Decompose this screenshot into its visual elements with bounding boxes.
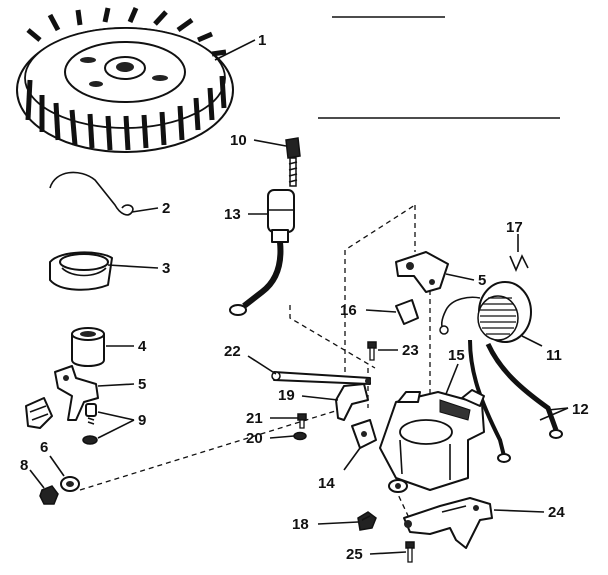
leader-8 <box>29 469 45 489</box>
leader-5b <box>445 273 475 281</box>
label-21: 21 <box>246 410 263 427</box>
label-18: 18 <box>292 516 309 533</box>
leader-1 <box>214 39 256 61</box>
leader-12b <box>539 407 569 421</box>
label-14: 14 <box>318 475 335 492</box>
leader-5a <box>97 383 135 387</box>
leader-9b <box>97 419 135 439</box>
label-20: 20 <box>246 430 263 447</box>
leader-18 <box>317 521 359 525</box>
bracket-part-5 <box>395 251 449 293</box>
washer-part-20 <box>293 431 307 441</box>
label-4: 4 <box>138 338 147 355</box>
ignition-coil-part <box>439 281 532 343</box>
label-11: 11 <box>546 347 562 364</box>
leader-11 <box>521 335 543 347</box>
cam-cover-part <box>49 251 113 291</box>
label-15: 15 <box>448 347 465 364</box>
label-12: 12 <box>572 401 589 418</box>
leader-3 <box>107 264 159 269</box>
label-3: 3 <box>162 260 170 277</box>
label-5-right: 5 <box>478 272 486 289</box>
point-arm-part-19 <box>335 383 369 421</box>
label-2: 2 <box>162 200 170 217</box>
leader-10 <box>253 139 287 147</box>
label-8: 8 <box>20 457 28 474</box>
screw-part-25 <box>405 541 415 563</box>
lead-wires-part <box>468 339 563 463</box>
screw-part-23 <box>367 341 377 361</box>
label-25: 25 <box>346 546 363 563</box>
screw-part-21 <box>297 413 307 429</box>
leader-12a <box>547 407 569 411</box>
condenser-part <box>229 189 295 316</box>
label-22: 22 <box>224 343 241 360</box>
label-17: 17 <box>506 219 523 236</box>
screw-washer-part <box>82 403 98 445</box>
leader-22 <box>247 355 277 375</box>
screw-part-10 <box>285 137 301 187</box>
breaker-housing-part-15 <box>351 389 485 493</box>
label-5-left: 5 <box>138 376 146 393</box>
cam-bushing-part <box>71 327 105 367</box>
label-1: 1 <box>258 32 266 49</box>
leader-25 <box>369 551 407 555</box>
label-6: 6 <box>40 439 48 456</box>
lever-part-22 <box>271 371 371 385</box>
label-24: 24 <box>548 504 565 521</box>
label-13: 13 <box>224 206 241 223</box>
label-16: 16 <box>340 302 357 319</box>
mounting-plate-part-24 <box>403 497 493 549</box>
leader-9a <box>97 411 135 421</box>
breaker-arm-part <box>25 365 99 429</box>
screw-part-18 <box>357 511 377 531</box>
label-19: 19 <box>278 387 295 404</box>
washer-part <box>60 476 80 492</box>
wedge-part-16 <box>395 299 419 325</box>
label-23: 23 <box>402 342 419 359</box>
leader-6 <box>49 455 65 477</box>
nut-part <box>39 485 59 505</box>
label-9: 9 <box>138 412 146 429</box>
leader-2 <box>131 207 159 213</box>
leader-20 <box>269 435 295 439</box>
leader-19 <box>301 395 339 401</box>
spring-clip-part <box>49 171 134 216</box>
leader-15 <box>445 363 459 395</box>
leader-16 <box>365 309 397 313</box>
flywheel-part <box>16 7 234 153</box>
leader-24 <box>493 509 545 513</box>
clip-part-17 <box>509 254 529 273</box>
label-10: 10 <box>230 132 247 149</box>
assembly-dashed-lines <box>79 204 431 521</box>
leader-14 <box>343 447 361 471</box>
